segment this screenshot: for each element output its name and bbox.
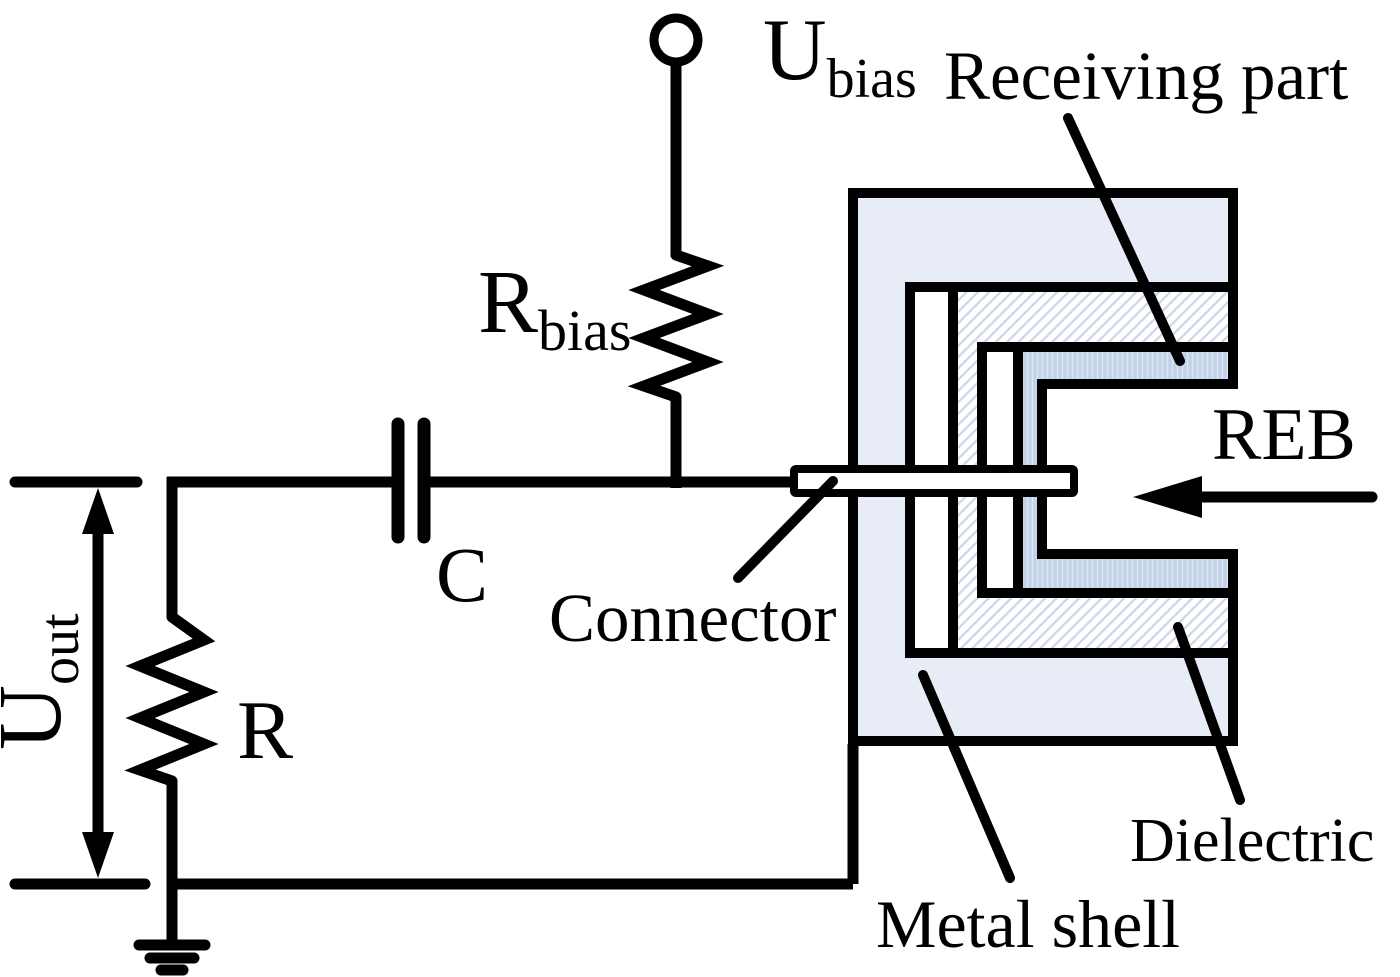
uout-measurement bbox=[9, 476, 151, 890]
capacitor-label: C bbox=[436, 531, 488, 618]
receiving-part-shape bbox=[1013, 342, 1238, 598]
u-out-label-group: Uout bbox=[0, 613, 91, 750]
u-bias-label: Ubias bbox=[763, 2, 917, 110]
bias-terminal-circle bbox=[649, 13, 703, 67]
rbias-resistor-zigzag bbox=[627, 249, 725, 403]
receiving-part-leader bbox=[1063, 113, 1185, 366]
reb-arrowhead bbox=[1133, 476, 1202, 518]
uout-arrowhead-down bbox=[82, 832, 114, 878]
connector-leader bbox=[733, 476, 838, 583]
uout-arrowhead-up bbox=[82, 488, 114, 534]
connector-bar bbox=[790, 465, 1078, 497]
circuit bbox=[9, 13, 853, 976]
metal-shell-leader bbox=[918, 670, 1015, 883]
u-out-label: Uout bbox=[0, 613, 91, 750]
dielectric-leader bbox=[1173, 622, 1245, 805]
ground-symbol bbox=[133, 884, 211, 976]
r-bias-label: Rbias bbox=[478, 253, 631, 363]
reb-arrow bbox=[1133, 476, 1378, 518]
load-resistor-zigzag bbox=[124, 611, 219, 787]
dielectric-shape bbox=[948, 282, 1238, 658]
metal-shell-label: Metal shell bbox=[876, 886, 1180, 962]
dielectric-label: Dielectric bbox=[1130, 807, 1374, 875]
load-resistor-label: R bbox=[237, 684, 293, 777]
receiving-part-label: Receiving part bbox=[944, 38, 1348, 114]
reb-label: REB bbox=[1212, 394, 1356, 476]
connector-label: Connector bbox=[549, 580, 836, 656]
